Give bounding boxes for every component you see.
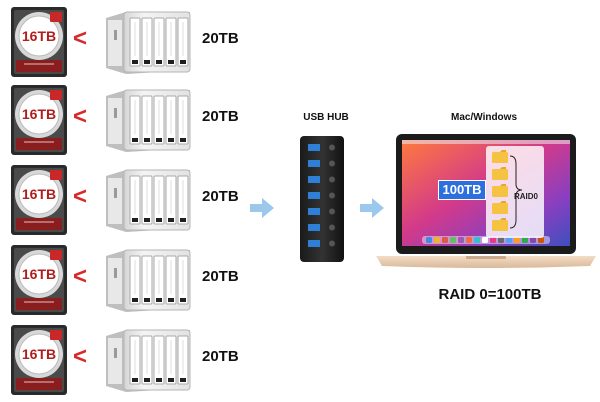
dock-app-icon bbox=[434, 237, 440, 243]
less-than-symbol: < bbox=[72, 343, 87, 370]
dock-app-icon bbox=[522, 237, 528, 243]
usb-port bbox=[308, 224, 320, 231]
laptop-icon bbox=[376, 134, 596, 268]
less-than-symbol: < bbox=[72, 103, 87, 130]
dock-app-icon bbox=[498, 237, 504, 243]
arrow-to-hub-icon bbox=[250, 198, 274, 218]
hdd-capacity-label: 16TB bbox=[22, 186, 56, 202]
nas-enclosure-icon bbox=[106, 11, 191, 74]
dock-app-icon bbox=[426, 237, 432, 243]
usb-port bbox=[308, 208, 320, 215]
port-switch bbox=[329, 208, 335, 215]
hdd-capacity-label: 16TB bbox=[22, 266, 56, 282]
dock-app-icon bbox=[506, 237, 512, 243]
dock-app-icon bbox=[466, 237, 472, 243]
usb-hub-icon bbox=[300, 136, 344, 262]
dock-app-icon bbox=[474, 237, 480, 243]
usb-port bbox=[308, 176, 320, 183]
nas-capacity-label: 20TB bbox=[202, 108, 239, 125]
hdd-capacity-label: 16TB bbox=[22, 28, 56, 44]
folder-icon bbox=[492, 220, 508, 231]
dock-app-icon bbox=[530, 237, 536, 243]
usb-port bbox=[308, 240, 320, 247]
less-than-symbol: < bbox=[72, 183, 87, 210]
port-switch bbox=[329, 192, 335, 199]
hdd-capacity-label: 16TB bbox=[22, 346, 56, 362]
usb-port bbox=[308, 144, 320, 151]
drive-row: 16TB < bbox=[0, 82, 260, 158]
nas-enclosure-icon bbox=[106, 169, 191, 232]
hard-drive-icon: 16TB bbox=[11, 325, 67, 395]
dock-app-icon bbox=[514, 237, 520, 243]
computer-label: Mac/Windows bbox=[450, 112, 518, 123]
folder-icon bbox=[492, 203, 508, 214]
drive-row: 16TB < bbox=[0, 242, 260, 318]
dock-app-icon bbox=[482, 237, 488, 243]
raid-brace bbox=[509, 155, 523, 229]
hard-drive-icon: 16TB bbox=[11, 7, 67, 77]
port-switch bbox=[329, 160, 335, 167]
dock-app-icon bbox=[490, 237, 496, 243]
usb-port bbox=[308, 160, 320, 167]
hub-label: USB HUB bbox=[303, 112, 349, 123]
folder-tab bbox=[494, 201, 506, 203]
drive-row: 16TB < bbox=[0, 322, 260, 398]
nas-capacity-label: 20TB bbox=[202, 30, 239, 47]
nas-enclosure-icon bbox=[106, 329, 191, 392]
folder-icon bbox=[492, 169, 508, 180]
dock-app-icon bbox=[538, 237, 544, 243]
raid-summary: RAID 0=100TB bbox=[438, 286, 542, 303]
folder-tab bbox=[494, 218, 506, 220]
dock-app-icon bbox=[442, 237, 448, 243]
port-switch bbox=[329, 224, 335, 231]
less-than-symbol: < bbox=[72, 263, 87, 290]
drive-row: 16TB < bbox=[0, 4, 260, 80]
arrow-to-computer-icon bbox=[360, 198, 384, 218]
dock-app-icon bbox=[450, 237, 456, 243]
nas-enclosure-icon bbox=[106, 89, 191, 152]
dock-app-icon bbox=[458, 237, 464, 243]
port-switch bbox=[329, 144, 335, 151]
hard-drive-icon: 16TB bbox=[11, 165, 67, 235]
folder-tab bbox=[494, 150, 506, 152]
hdd-capacity-label: 16TB bbox=[22, 106, 56, 122]
less-than-symbol: < bbox=[72, 25, 87, 52]
hard-drive-icon: 16TB bbox=[11, 245, 67, 315]
port-switch bbox=[329, 176, 335, 183]
nas-capacity-label: 20TB bbox=[202, 268, 239, 285]
screen-capacity-badge: 100TB bbox=[438, 180, 486, 200]
port-switch bbox=[329, 240, 335, 247]
hard-drive-icon: 16TB bbox=[11, 85, 67, 155]
drive-row: 16TB < bbox=[0, 162, 260, 238]
nas-capacity-label: 20TB bbox=[202, 348, 239, 365]
folder-icon bbox=[492, 152, 508, 163]
folder-tab bbox=[494, 167, 506, 169]
screen-raid-label: RAID0 bbox=[514, 192, 539, 201]
folder-tab bbox=[494, 184, 506, 186]
usb-port bbox=[308, 192, 320, 199]
nas-capacity-label: 20TB bbox=[202, 188, 239, 205]
nas-enclosure-icon bbox=[106, 249, 191, 312]
folder-icon bbox=[492, 186, 508, 197]
